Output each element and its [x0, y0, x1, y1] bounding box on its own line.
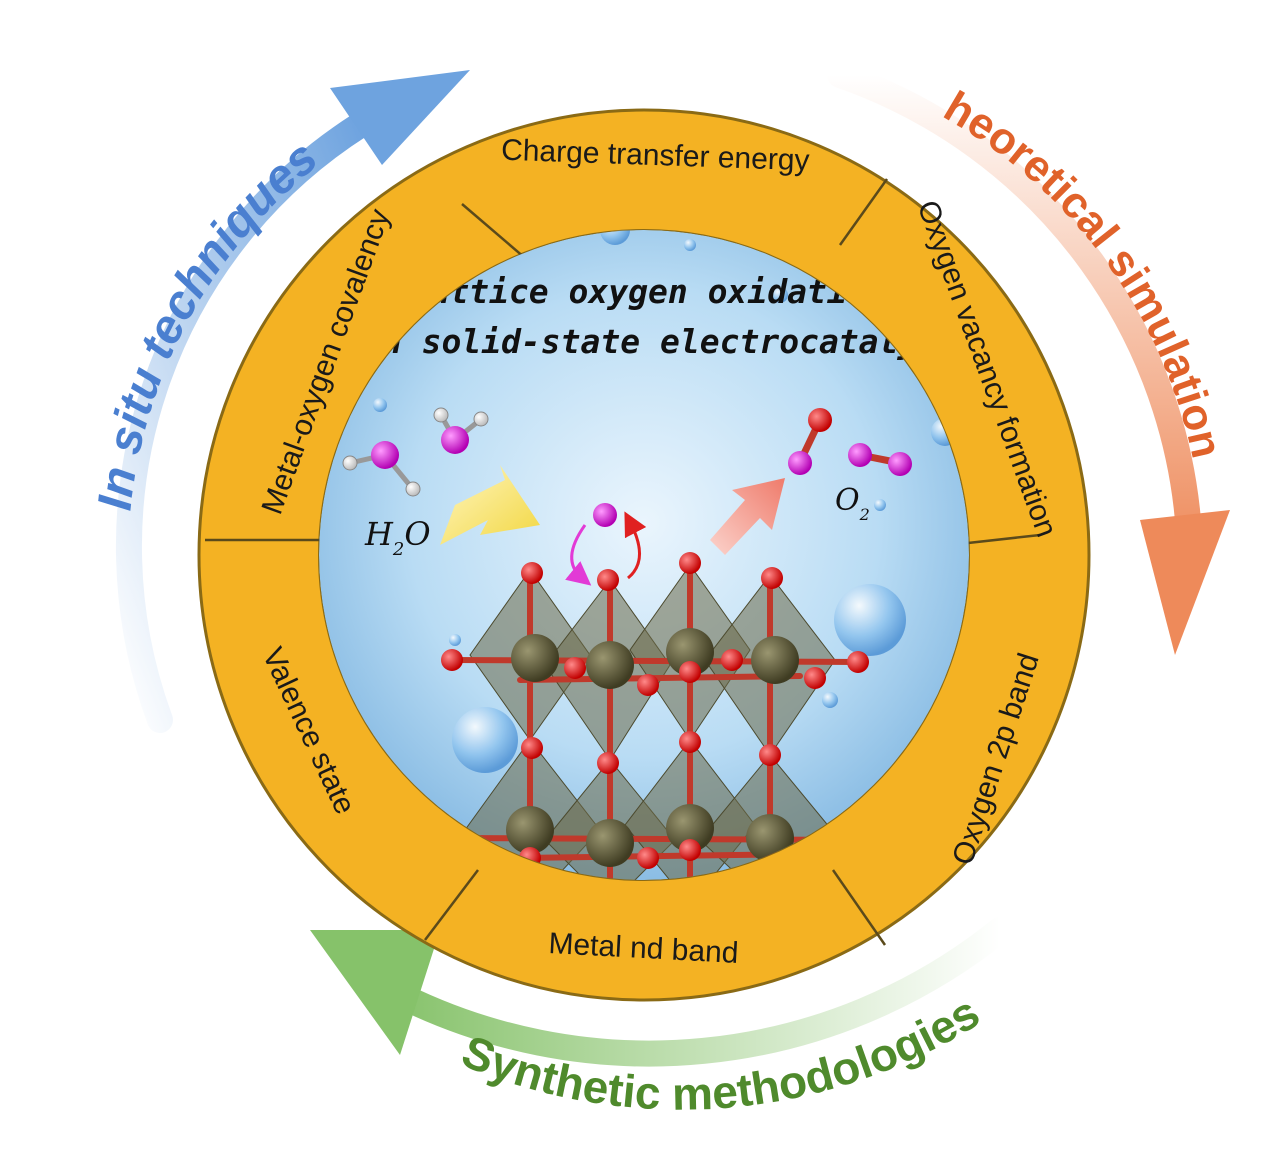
o2-molecule-1	[788, 408, 832, 475]
water-drops	[373, 230, 959, 773]
o2-molecule-2	[848, 443, 912, 476]
ring-dividers	[205, 178, 1041, 946]
title-line-1: Lattice oxygen oxidation	[410, 272, 887, 311]
outer-arrow-theoretical	[827, 62, 1230, 655]
water-molecule-2	[433, 407, 489, 454]
water-formula: H2O	[364, 515, 431, 560]
outer-arrow-in-situ	[115, 70, 470, 733]
exchange-arrow-out	[624, 511, 647, 580]
desorption-arrow	[710, 478, 785, 555]
water-molecule-1	[342, 441, 421, 497]
oxygen-formula: O2	[835, 483, 870, 524]
adsorption-arrow	[440, 465, 540, 545]
exchange-arrow-in	[565, 524, 592, 586]
title-line-2: in solid-state electrocatalyst	[362, 322, 958, 361]
lattice-oxygen-atom	[593, 503, 617, 527]
metal-atoms	[506, 628, 799, 867]
outer-arrow-synthetic	[310, 917, 1013, 1067]
